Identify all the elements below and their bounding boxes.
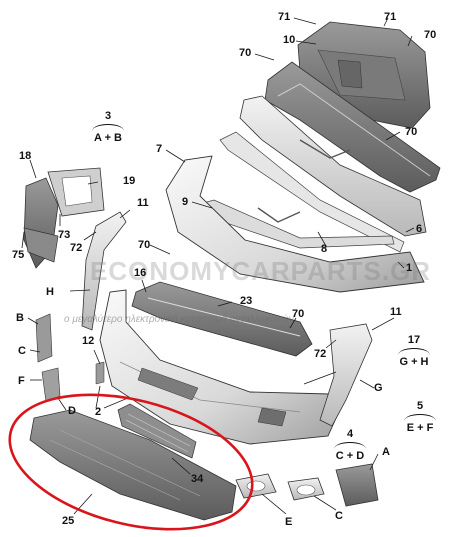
callout-g: G	[374, 382, 383, 394]
callout-1: 1	[406, 262, 413, 274]
group-17-brace	[398, 347, 430, 355]
group-17-id: 17	[407, 334, 421, 346]
callout-c-left: C	[18, 345, 26, 357]
callout-72-left: 72	[70, 242, 83, 254]
callout-70-mid: 70	[138, 239, 151, 251]
callout-25: 25	[62, 515, 75, 527]
callout-10: 10	[283, 34, 296, 46]
callout-34: 34	[191, 473, 204, 485]
watermark-title: ECONOMYCARPARTS.GR	[90, 256, 432, 286]
callout-70-top: 70	[239, 47, 252, 59]
group-4-detail: C + D	[335, 449, 365, 462]
group-17: 17 G + H	[392, 334, 436, 368]
callout-16: 16	[134, 267, 147, 279]
group-3-id: 3	[104, 110, 112, 122]
group-3-detail: A + B	[93, 131, 122, 144]
callout-7: 7	[156, 143, 163, 155]
callout-h: H	[46, 286, 54, 298]
group-3-brace	[92, 123, 124, 131]
callout-a: A	[382, 446, 390, 458]
callout-70-grille: 70	[405, 126, 418, 138]
group-5: 5 E + F	[398, 400, 442, 434]
watermark-subtitle: ο μεγαλύτερο ηλεκτρονικό κατάστημα ανταλ…	[64, 314, 294, 325]
callout-12: 12	[82, 335, 95, 347]
group-17-detail: G + H	[399, 355, 429, 368]
group-4-id: 4	[346, 428, 354, 440]
leader-lines	[21, 17, 415, 515]
callout-f: F	[18, 375, 25, 387]
callout-2: 2	[95, 406, 102, 418]
group-3: 3 A + B	[86, 110, 130, 144]
side-bracket-left-part	[81, 211, 127, 331]
callout-19: 19	[123, 175, 136, 187]
callout-70-beam: 70	[292, 308, 305, 320]
callout-73: 73	[58, 229, 71, 241]
callout-71b: 71	[384, 11, 397, 23]
callout-23: 23	[240, 295, 253, 307]
callout-70-top-right: 70	[424, 29, 437, 41]
group-5-id: 5	[416, 400, 424, 412]
group-5-brace	[404, 413, 436, 421]
bumper-upper-part	[165, 155, 425, 293]
group-4: 4 C + D	[328, 428, 372, 462]
callout-72-right: 72	[314, 348, 327, 360]
lower-grille-part	[117, 403, 197, 459]
chrome-strip-part	[195, 131, 405, 253]
callout-e: E	[285, 516, 293, 528]
impact-beam-part	[131, 281, 313, 357]
callout-11-left: 11	[137, 197, 149, 209]
highlight-ring	[8, 393, 254, 531]
callout-75: 75	[12, 249, 25, 261]
callout-8: 8	[321, 243, 328, 255]
callout-d: D	[68, 405, 76, 417]
callout-11-right: 11	[390, 306, 402, 318]
upper-grille-part	[239, 61, 441, 237]
callout-71a: 71	[278, 11, 291, 23]
callout-18: 18	[19, 150, 32, 162]
callout-9: 9	[182, 196, 189, 208]
left-bracket-part	[23, 167, 105, 269]
callout-c-bottom: C	[335, 510, 343, 522]
undertray-part	[29, 409, 237, 521]
group-4-brace	[334, 441, 366, 449]
fog-lamp-covers-part	[235, 463, 379, 507]
group-5-detail: E + F	[406, 421, 434, 434]
side-inserts-part	[35, 313, 105, 403]
side-bracket-right-part	[319, 323, 373, 427]
callout-6: 6	[416, 223, 423, 235]
callout-b: B	[16, 312, 24, 324]
